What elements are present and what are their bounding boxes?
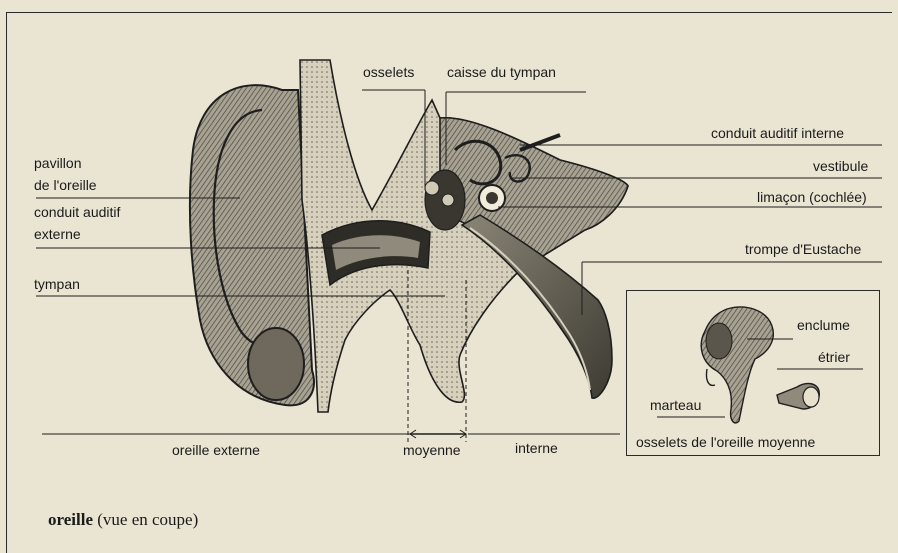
inset-label-enclume: enclume (797, 316, 850, 334)
ossicles-inset (626, 290, 880, 456)
label-limacon: limaçon (cochlée) (757, 188, 867, 206)
middle-ear-shape (425, 170, 465, 230)
label-trompe-eustache: trompe d'Eustache (745, 240, 861, 258)
label-oreille-externe: oreille externe (172, 441, 260, 459)
label-osselets: osselets (363, 63, 414, 81)
caption-description: (vue en coupe) (97, 510, 198, 529)
label-vestibule: vestibule (813, 157, 868, 175)
inset-label-marteau: marteau (650, 396, 701, 414)
pinna-shape (190, 85, 314, 405)
inset-title: osselets de l'oreille moyenne (636, 433, 815, 451)
inset-label-etrier: étrier (818, 348, 850, 366)
caption-term: oreille (48, 510, 93, 529)
figure-caption: oreille (vue en coupe) (48, 510, 198, 530)
incus-malleus-shape (701, 307, 773, 423)
label-pavillon-line1: pavillon (34, 154, 81, 172)
label-conduit-externe-line2: externe (34, 225, 81, 243)
label-caisse-du-tympan: caisse du tympan (447, 63, 556, 81)
label-interne: interne (515, 439, 558, 457)
label-conduit-auditif-interne: conduit auditif interne (711, 124, 844, 142)
label-pavillon-line2: de l'oreille (34, 176, 97, 194)
stapes-shape (777, 384, 819, 409)
label-conduit-externe-line1: conduit auditif (34, 203, 120, 221)
label-moyenne: moyenne (403, 441, 461, 459)
label-tympan: tympan (34, 275, 80, 293)
